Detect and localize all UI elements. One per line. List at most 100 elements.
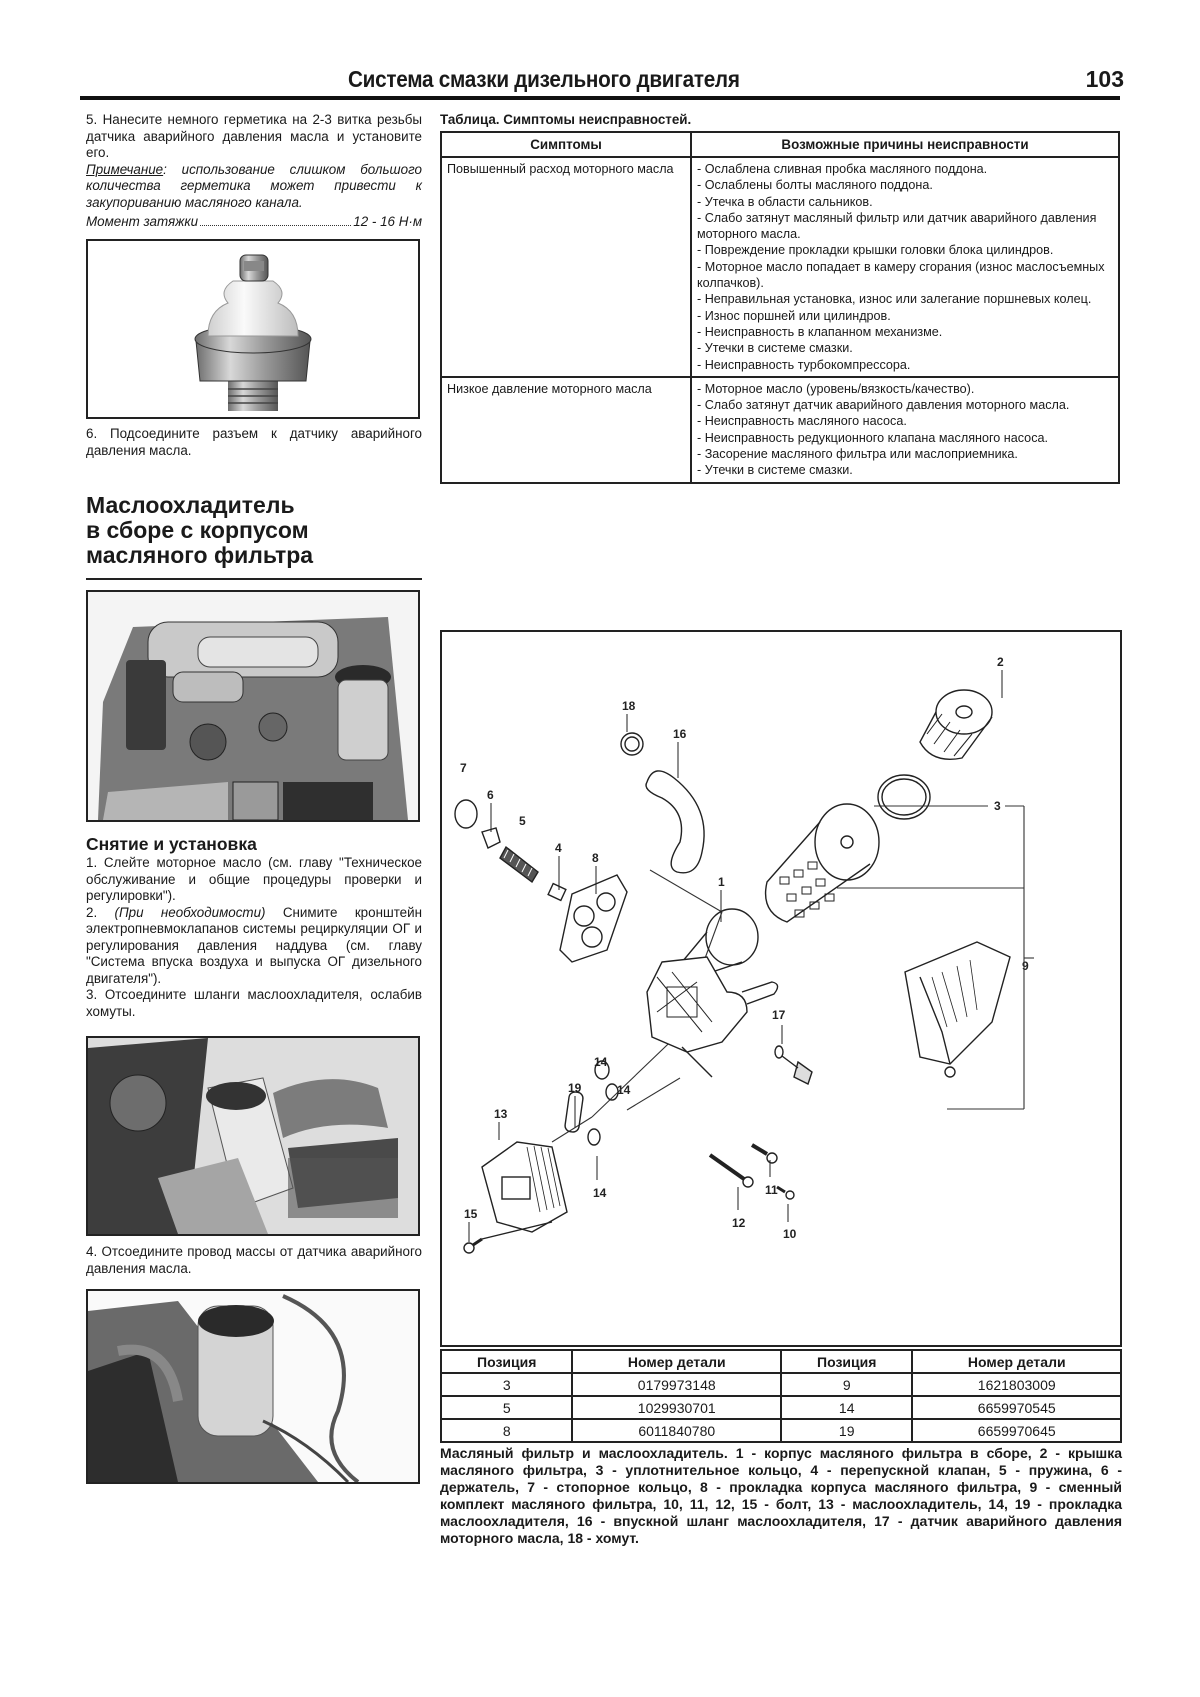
exploded-diagram: 2 3 9 18 16 7 6 5 4 8 1 17 14 14 19 13 1… — [440, 630, 1122, 1347]
label-4: 4 — [555, 841, 562, 855]
label-14a: 14 — [594, 1055, 608, 1069]
label-5: 5 — [519, 814, 526, 828]
part-13-oil-cooler — [481, 1141, 568, 1233]
label-14b: 14 — [617, 1083, 631, 1097]
cause-item: - Неправильная установка, износ или зале… — [697, 292, 1092, 307]
label-7: 7 — [460, 761, 467, 775]
header-causes: Возможные причины неисправности — [690, 131, 1120, 158]
label-18: 18 — [622, 699, 636, 713]
position-cell: 14 — [779, 1395, 914, 1420]
section-title-line-2: в сборе с корпусом — [86, 517, 309, 543]
part-number-cell: 6011840780 — [571, 1418, 782, 1443]
figure-caption: Масляный фильтр и маслоохладитель. 1 - к… — [440, 1445, 1122, 1546]
cause-item: - Неисправность редукционного клапана ма… — [697, 430, 1048, 445]
step-2-condition: (При необходимости) — [114, 904, 266, 920]
part-11-bolt — [750, 1143, 778, 1164]
photo-engine — [86, 590, 420, 822]
step-1: 1. Слейте моторное масло (см. главу "Тех… — [86, 855, 422, 903]
label-14c: 14 — [593, 1186, 607, 1200]
symptoms-table-caption: Таблица. Симптомы неисправностей. — [440, 112, 692, 127]
note-text: : использование слишком большого количес… — [86, 161, 422, 210]
label-10: 10 — [783, 1227, 797, 1241]
cooler-hoses-illustration — [88, 1038, 418, 1234]
torque-leader-dots — [200, 213, 352, 226]
header-part-number: Номер детали — [911, 1349, 1122, 1374]
header-symptoms: Симптомы — [440, 131, 692, 158]
table-row: Низкое давление моторного масла - Моторн… — [440, 375, 1120, 484]
engine-illustration — [88, 592, 418, 820]
cause-item: - Повреждение прокладки крышки головки б… — [697, 243, 1054, 258]
label-19: 19 — [568, 1081, 582, 1095]
part-14-gasket — [605, 1083, 619, 1101]
cause-item: - Утечки в системе смазки. — [697, 341, 853, 356]
part-9-oil-pan — [904, 941, 1011, 1078]
part-number-cell: 1029930701 — [571, 1395, 782, 1420]
position-cell: 8 — [439, 1418, 574, 1443]
label-16: 16 — [673, 727, 687, 741]
causes-cell: - Моторное масло (уровень/вязкость/качес… — [690, 375, 1120, 484]
step-6: 6. Подсоедините разъем к датчику аварийн… — [86, 426, 422, 458]
cause-item: - Износ поршней или цилиндров. — [697, 308, 891, 323]
part-9-filter-element — [764, 803, 880, 923]
part-18-clamp — [620, 732, 644, 756]
parts-header-row: Позиция Номер детали Позиция Номер детал… — [439, 1349, 1122, 1374]
cause-item: - Моторное масло попадает в камеру сгора… — [697, 259, 1105, 291]
label-1: 1 — [718, 875, 725, 889]
table-row: 8 6011840780 19 6659970645 — [439, 1418, 1122, 1443]
position-cell: 5 — [439, 1395, 574, 1420]
step-2-text: Снимите кронштейн электропневмоклапанов … — [86, 904, 423, 986]
page-header: Система смазки дизельного двигателя 103 — [80, 62, 1130, 104]
part-8-gasket — [559, 874, 628, 963]
header-rule — [80, 96, 1120, 100]
pressure-sensor-illustration — [194, 254, 312, 411]
part-19-gasket — [564, 1091, 584, 1133]
part-10-bolt — [776, 1185, 795, 1200]
step-2-number: 2. — [86, 904, 115, 920]
label-17: 17 — [772, 1008, 786, 1022]
label-9: 9 — [1022, 959, 1029, 973]
page-number: 103 — [1085, 66, 1124, 92]
section-rule — [86, 578, 422, 580]
symptom-cell: Низкое давление моторного масла — [440, 375, 692, 484]
position-cell: 9 — [779, 1372, 914, 1397]
parts-number-table: Позиция Номер детали Позиция Номер детал… — [439, 1349, 1122, 1443]
table-row: Повышенный расход моторного масла - Осла… — [440, 156, 1120, 378]
step-4: 4. Отсоедините провод массы от датчика а… — [86, 1244, 422, 1276]
section-title-line-3: масляного фильтра — [86, 542, 314, 568]
cause-item: - Засорение масляного фильтра или маслоп… — [697, 447, 1018, 462]
symptoms-table: Симптомы Возможные причины неисправности… — [440, 131, 1120, 484]
header-position: Позиция — [779, 1349, 914, 1374]
photo-cooler-hoses — [86, 1036, 420, 1236]
cause-item: - Ослаблена сливная пробка масляного под… — [697, 162, 988, 176]
part-1-filter-housing — [646, 908, 779, 1078]
part-12-bolt — [708, 1153, 754, 1188]
position-cell: 3 — [439, 1372, 574, 1397]
torque-value: 12 - 16 Н·м — [353, 214, 422, 229]
label-15: 15 — [464, 1207, 478, 1221]
part-number-cell: 1621803009 — [911, 1372, 1122, 1397]
note: Примечание: использование слишком большо… — [86, 162, 422, 212]
cause-item: - Утечки в системе смазки. — [697, 463, 853, 478]
part-number-cell: 0179973148 — [571, 1372, 782, 1397]
label-12: 12 — [732, 1216, 746, 1230]
part-6-retainer — [481, 827, 501, 849]
table-header-row: Симптомы Возможные причины неисправности — [440, 131, 1120, 158]
part-16-hose — [645, 770, 705, 874]
part-15-bolt — [463, 1221, 553, 1254]
ground-wire-illustration — [88, 1291, 418, 1482]
step-3: 3. Отсоедините шланги маслоохладителя, о… — [86, 987, 422, 1019]
header-position: Позиция — [439, 1349, 574, 1374]
position-cell: 19 — [779, 1418, 914, 1443]
part-14-gasket — [594, 1060, 610, 1080]
cause-item: - Ослаблены болты масляного поддона. — [697, 178, 933, 193]
part-3-o-ring — [877, 774, 931, 820]
part-7-snap-ring — [454, 799, 478, 829]
part-17-pressure-sensor — [774, 1045, 813, 1085]
cause-item: - Неисправность турбокомпрессора. — [697, 357, 911, 372]
torque-spec: Момент затяжки 12 - 16 Н·м — [86, 213, 422, 231]
step-5: 5. Нанесите немного герметика на 2-3 вит… — [86, 112, 422, 160]
section-title: Маслоохладитель в сборе с корпусом масля… — [86, 493, 422, 568]
note-label: Примечание — [86, 161, 164, 177]
photo-ground-wire — [86, 1289, 420, 1484]
oil-filter-cooler-diagram: 2 3 9 18 16 7 6 5 4 8 1 17 14 14 19 13 1… — [454, 655, 1034, 1254]
